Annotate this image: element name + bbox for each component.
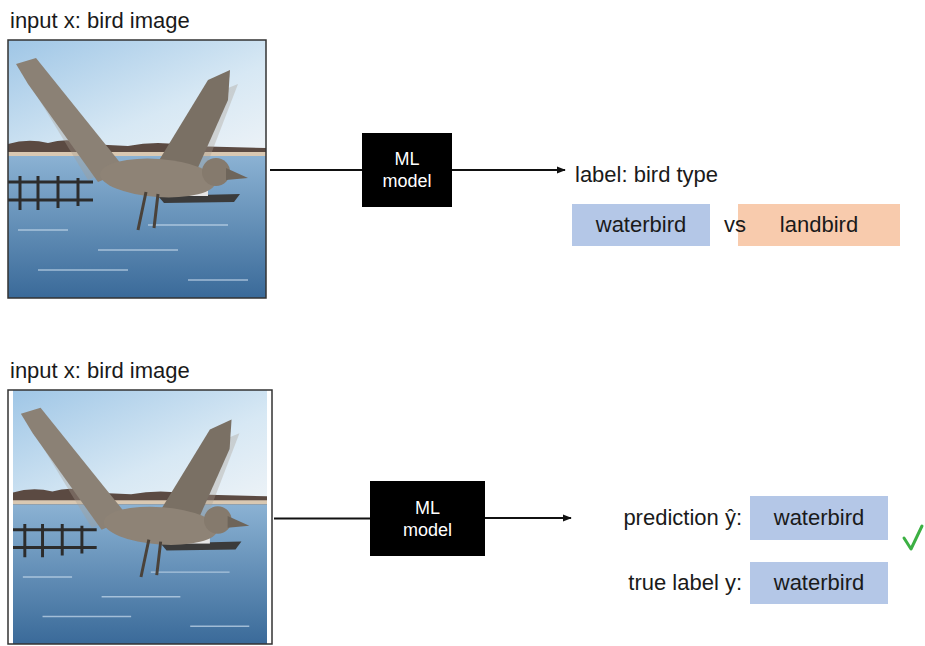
image-panel: input x: bird image — [8, 6, 270, 300]
true-label: true label y: — [628, 570, 742, 596]
class-box: waterbird — [572, 204, 710, 246]
model-box: ML model — [362, 133, 452, 207]
bird-image — [8, 40, 266, 298]
output-arrow — [452, 169, 565, 171]
image-panel: input x: bird image — [8, 356, 274, 644]
connector-line — [270, 169, 362, 171]
class-box: waterbird — [750, 562, 888, 604]
output-label: label: bird type — [575, 162, 718, 188]
output-arrow — [485, 517, 571, 519]
box-text: ML model — [375, 148, 439, 192]
box-text: landbird — [780, 212, 858, 238]
class-box: landbird — [738, 204, 900, 246]
bird-image — [8, 390, 272, 644]
box-text: waterbird — [774, 505, 864, 531]
box-text: waterbird — [774, 570, 864, 596]
box-text: waterbird — [596, 212, 686, 238]
image-heading: input x: bird image — [10, 358, 274, 384]
connector-line — [274, 518, 370, 520]
vs-text: vs — [724, 212, 746, 238]
model-box: ML model — [370, 481, 485, 556]
prediction-label: prediction ŷ: — [623, 505, 742, 531]
class-box: waterbird — [750, 496, 888, 540]
check-mark — [904, 526, 922, 549]
box-text: ML model — [396, 497, 460, 541]
image-heading: input x: bird image — [10, 8, 270, 34]
